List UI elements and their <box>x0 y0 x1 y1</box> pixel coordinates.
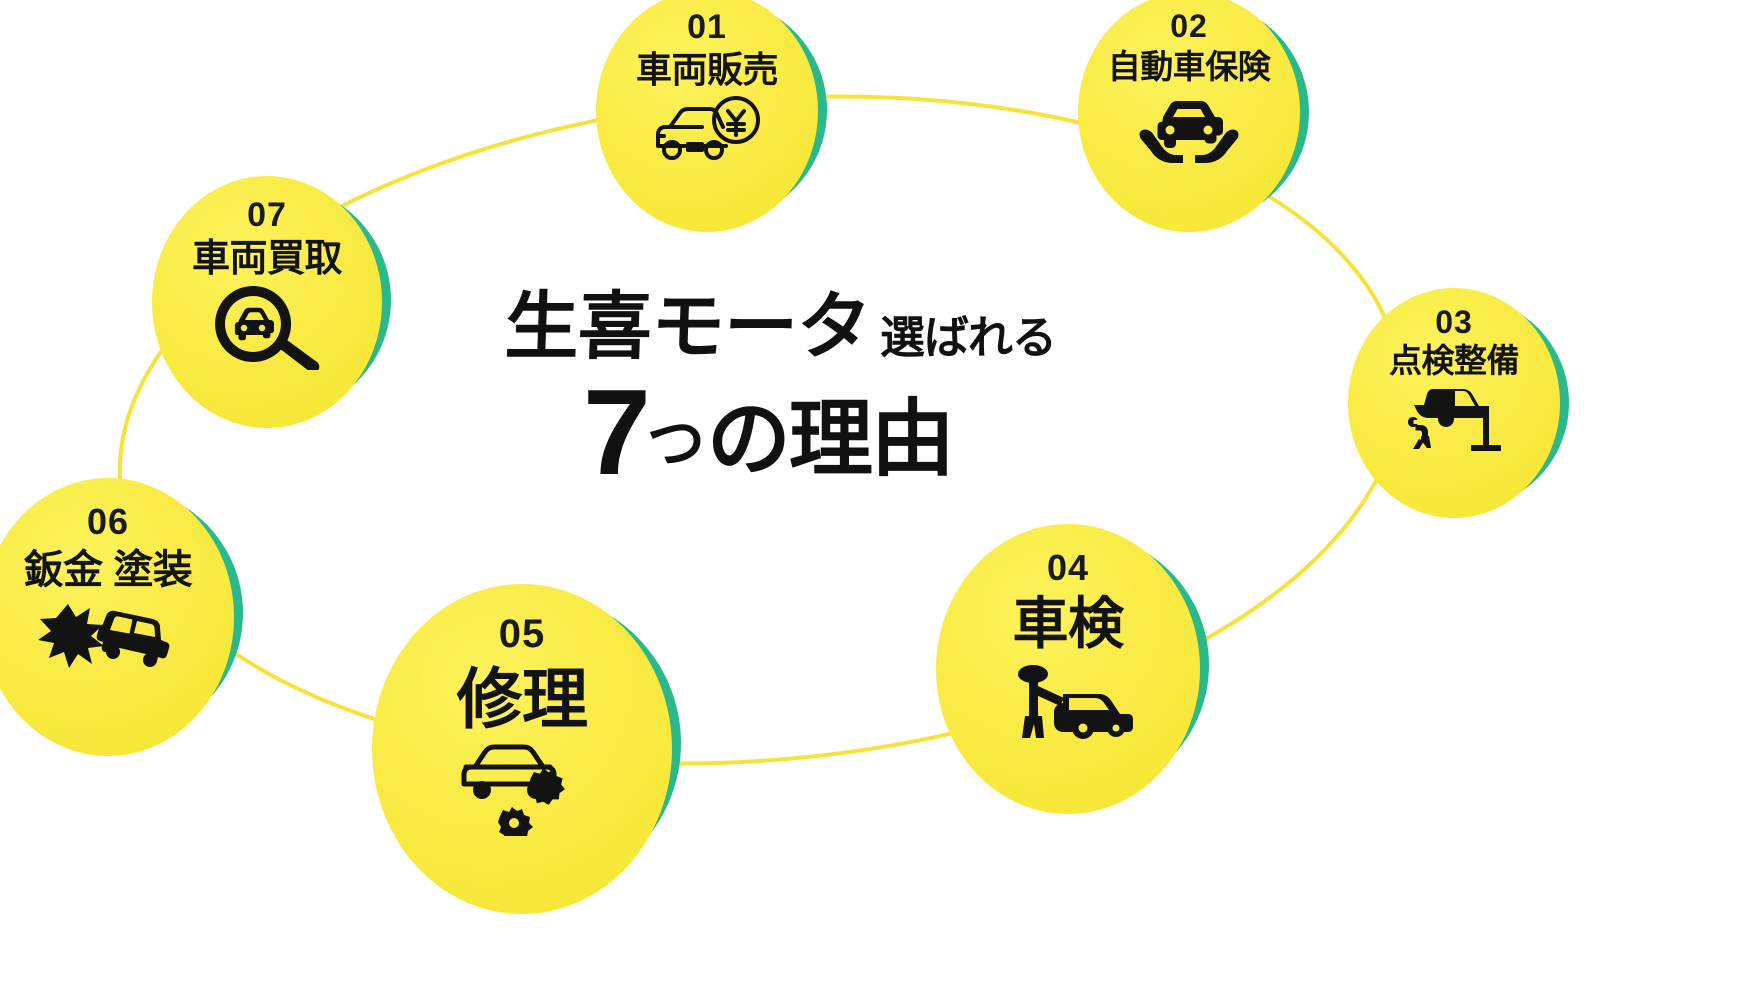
node-disc: 02 自動車保険 <box>1078 0 1300 232</box>
counter-suffix: つ <box>646 410 705 476</box>
mechanic-inspecting-car-icon <box>1003 658 1133 744</box>
headline-line-2: 7 つ の理由 <box>505 364 1125 500</box>
node-06-bodywork-painting[interactable]: 06 鈑金 塗装 <box>0 478 243 756</box>
node-number: 06 <box>86 501 130 542</box>
node-label: 車両販売 <box>635 49 779 90</box>
node-07-vehicle-purchase[interactable]: 07 車両買取 <box>152 176 391 428</box>
node-disc: 05 修理 <box>372 584 672 914</box>
brand-name: 生喜モータ <box>503 285 872 368</box>
reason-text: の理由 <box>706 391 955 486</box>
node-label: 修理 <box>456 662 589 736</box>
page-title: 生喜モータ 選ばれる 7 つ の理由 <box>503 285 1125 500</box>
node-number: 03 <box>1435 304 1473 340</box>
node-label: 点検整備 <box>1389 342 1520 379</box>
node-number: 01 <box>687 8 727 46</box>
node-label: 車両買取 <box>191 238 343 280</box>
car-in-hands-icon <box>1133 87 1245 163</box>
node-number: 05 <box>498 612 546 656</box>
node-02-auto-insurance[interactable]: 02 自動車保険 <box>1078 0 1309 232</box>
car-on-lift-icon <box>1399 379 1509 457</box>
chosen-text: 選ばれる <box>880 312 1057 363</box>
node-05-repair[interactable]: 05 修理 <box>372 584 681 914</box>
node-01-vehicle-sales[interactable]: 01 車両販売 <box>596 0 827 232</box>
node-label: 自動車保険 <box>1107 48 1271 85</box>
node-label: 鈑金 塗装 <box>23 548 193 592</box>
car-with-yen-icon <box>648 94 766 164</box>
damaged-car-impact-icon <box>38 596 178 674</box>
car-magnifier-icon <box>211 284 323 370</box>
car-with-gears-icon <box>452 738 592 836</box>
node-label: 車検 <box>1012 592 1125 655</box>
node-number: 02 <box>1170 8 1208 44</box>
node-disc: 04 車検 <box>936 524 1200 814</box>
node-number: 04 <box>1046 547 1090 588</box>
node-disc: 03 点検整備 <box>1348 288 1560 518</box>
node-number: 07 <box>247 196 287 234</box>
node-disc: 07 車両買取 <box>152 176 382 428</box>
node-03-inspection-maintenance[interactable]: 03 点検整備 <box>1348 288 1569 518</box>
reason-count: 7 <box>583 364 651 500</box>
node-04-shaken-inspection[interactable]: 04 車検 <box>936 524 1209 814</box>
node-disc: 01 車両販売 <box>596 0 818 232</box>
headline-line-1: 生喜モータ 選ばれる <box>503 285 1125 368</box>
